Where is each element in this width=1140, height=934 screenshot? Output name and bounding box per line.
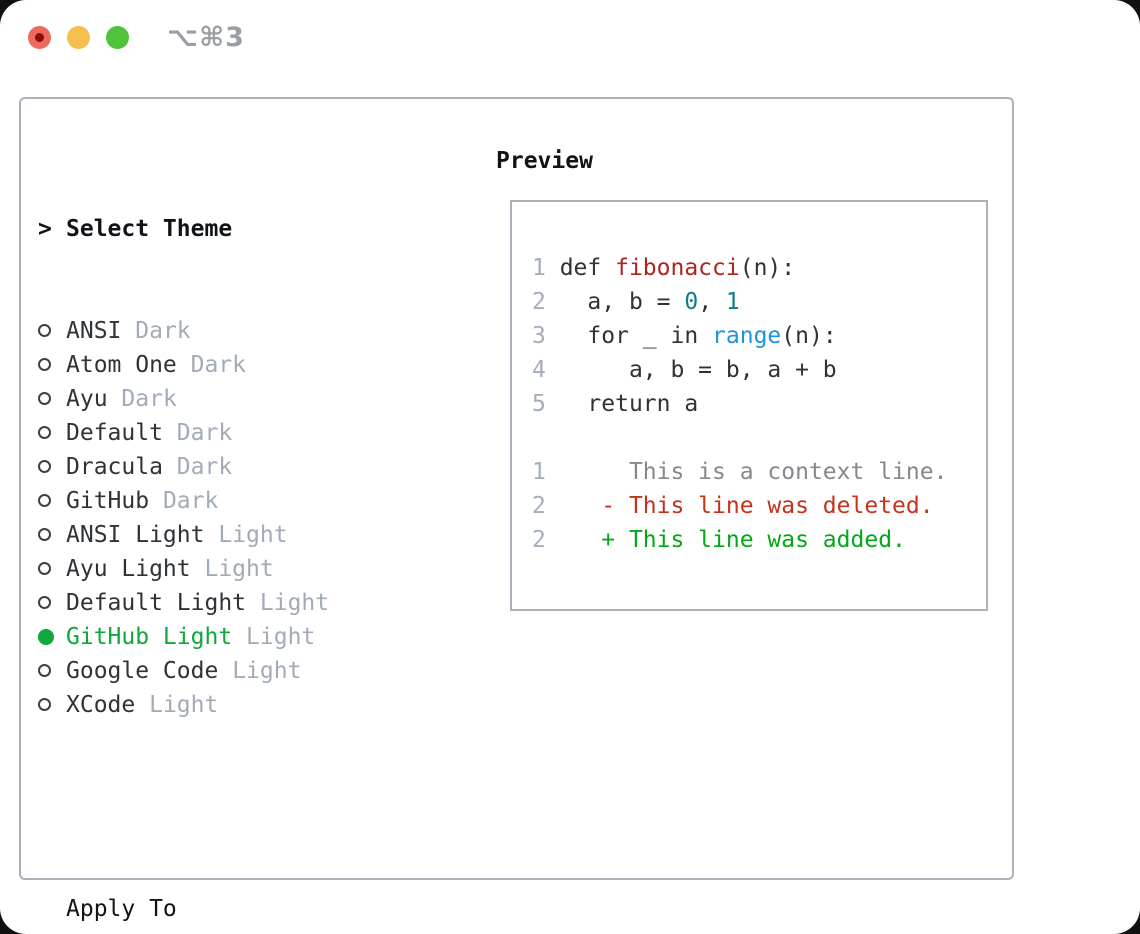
- theme-option[interactable]: Default Light Light: [38, 586, 426, 620]
- theme-option[interactable]: Atom One Dark: [38, 348, 426, 382]
- option-variant-label: Light: [218, 522, 288, 548]
- theme-option[interactable]: Ayu Dark: [38, 382, 426, 416]
- unsaved-dot-icon: [35, 33, 44, 42]
- code-line: 2 a, b = 0, 1: [532, 289, 740, 315]
- option-variant-label: Dark: [176, 420, 233, 446]
- radio-unselected-icon: [38, 698, 51, 711]
- radio-unselected-icon: [38, 562, 51, 575]
- option-variant-label: Dark: [176, 454, 233, 480]
- theme-option[interactable]: Default Dark: [38, 416, 426, 450]
- titlebar: ⌥⌘3: [0, 0, 1140, 74]
- code-line: 2 - This line was deleted.: [532, 493, 934, 519]
- apply-to-header: Apply To: [38, 892, 426, 926]
- code-line: 5 return a: [532, 391, 699, 417]
- radio-unselected-icon: [38, 528, 51, 541]
- preview-code: 1 def fibonacci(n): 2 a, b = 0, 1 3 for _ …: [532, 251, 947, 557]
- apply-to-title: Apply To: [66, 896, 177, 922]
- option-label: Default: [66, 420, 163, 446]
- option-label: Atom One: [66, 352, 177, 378]
- option-variant-label: Light: [149, 692, 219, 718]
- code-line: 2 + This line was added.: [532, 527, 906, 553]
- option-label: ANSI Light: [66, 522, 205, 548]
- option-variant-label: Dark: [135, 318, 191, 344]
- option-label: Google Code: [66, 658, 219, 684]
- option-label: XCode: [66, 692, 136, 718]
- option-variant-label: Dark: [121, 386, 177, 412]
- radio-unselected-icon: [38, 494, 51, 507]
- option-variant-label: Dark: [190, 352, 247, 378]
- code-line: 3 for _ in range(n):: [532, 323, 837, 349]
- option-label: Ayu Light: [66, 556, 191, 582]
- radio-unselected-icon: [38, 596, 51, 609]
- theme-option[interactable]: GitHub Dark: [38, 484, 426, 518]
- option-variant-label: Dark: [162, 488, 219, 514]
- code-line: 1 This is a context line.: [532, 459, 948, 485]
- radio-unselected-icon: [38, 392, 51, 405]
- option-variant-label: Light: [232, 658, 302, 684]
- option-label: GitHub: [66, 488, 150, 514]
- theme-option[interactable]: ANSI Light Light: [38, 518, 426, 552]
- option-label: Ayu: [66, 386, 108, 412]
- theme-option[interactable]: Google Code Light: [38, 654, 426, 688]
- theme-option[interactable]: GitHub Light Light: [38, 620, 426, 654]
- radio-unselected-icon: [38, 460, 51, 473]
- radio-unselected-icon: [38, 426, 51, 439]
- preview-title: Preview: [496, 148, 593, 174]
- close-button[interactable]: [28, 26, 51, 49]
- radio-unselected-icon: [38, 664, 51, 677]
- theme-option[interactable]: Dracula Dark: [38, 450, 426, 484]
- window-title: ⌥⌘3: [167, 22, 245, 53]
- option-label: Default Light: [66, 590, 247, 616]
- zoom-button[interactable]: [106, 26, 129, 49]
- code-line: 1 def fibonacci(n):: [532, 255, 796, 281]
- code-line: 4 a, b = b, a + b: [532, 357, 837, 383]
- select-theme-title: Select Theme: [66, 216, 233, 242]
- theme-option[interactable]: XCode Light: [38, 688, 426, 722]
- option-label: ANSI: [66, 318, 122, 344]
- option-variant-label: Light: [246, 624, 316, 650]
- radio-selected-icon: [38, 629, 54, 645]
- preview-box: 1 def fibonacci(n): 2 a, b = 0, 1 3 for _ …: [510, 200, 988, 611]
- option-label: Dracula: [66, 454, 163, 480]
- option-label: GitHub Light: [66, 624, 233, 650]
- theme-option[interactable]: ANSI Dark: [38, 314, 426, 348]
- prompt-icon: >: [38, 216, 52, 242]
- spacer: [38, 790, 426, 824]
- option-variant-label: Light: [259, 590, 330, 616]
- option-variant-label: Light: [204, 556, 274, 582]
- select-theme-header: > Select Theme: [38, 212, 426, 246]
- minimize-button[interactable]: [67, 26, 90, 49]
- code-line: [532, 421, 947, 455]
- theme-option[interactable]: Ayu Light Light: [38, 552, 426, 586]
- radio-unselected-icon: [38, 324, 51, 337]
- radio-unselected-icon: [38, 358, 51, 371]
